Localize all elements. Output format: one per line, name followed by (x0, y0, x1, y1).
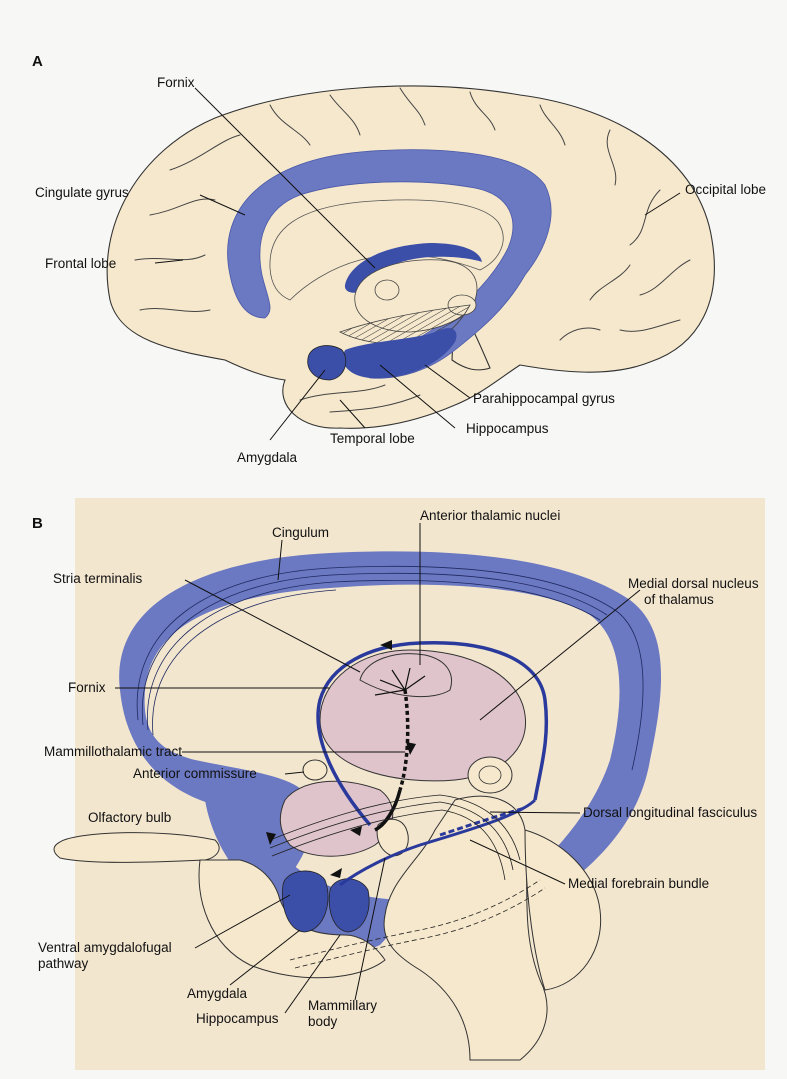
label-amygdala-b: Amygdala (187, 986, 248, 1001)
label-medial-dorsal-2: of thalamus (644, 592, 714, 607)
label-stria-terminalis: Stria terminalis (53, 571, 143, 586)
panel-b-letter: B (32, 515, 43, 532)
label-ventral-amygdalofugal-1: Ventral amygdalofugal (38, 940, 172, 955)
panel-a-letter: A (32, 53, 43, 70)
label-hippocampus-a: Hippocampus (466, 421, 549, 436)
anterior-commissure-b (303, 760, 327, 780)
label-medial-dorsal-1: Medial dorsal nucleus (628, 576, 759, 591)
pineal-inner-b (479, 766, 501, 784)
label-fornix-a: Fornix (157, 75, 195, 90)
label-amygdala-a: Amygdala (237, 450, 298, 465)
mammillary-a (375, 280, 399, 300)
label-medial-forebrain-bundle: Medial forebrain bundle (568, 876, 709, 891)
label-olfactory-bulb: Olfactory bulb (88, 810, 171, 825)
panel-a: A (32, 53, 766, 465)
label-dorsal-longitudinal-fasciculus: Dorsal longitudinal fasciculus (583, 805, 757, 820)
panel-b: B (32, 498, 765, 1070)
label-temporal-lobe: Temporal lobe (330, 431, 415, 446)
label-mammillary-2: body (308, 1014, 338, 1029)
label-occipital-lobe: Occipital lobe (685, 182, 766, 197)
label-frontal-lobe: Frontal lobe (45, 256, 116, 271)
label-anterior-commissure: Anterior commissure (133, 766, 257, 781)
olfactory-bulb-shape (54, 833, 219, 863)
label-fornix-b: Fornix (68, 680, 106, 695)
label-ventral-amygdalofugal-2: pathway (38, 956, 89, 971)
label-cingulum: Cingulum (272, 525, 329, 540)
label-parahippocampal-gyrus: Parahippocampal gyrus (473, 391, 615, 406)
label-hippocampus-b: Hippocampus (196, 1011, 279, 1026)
label-mammillothalamic-tract: Mammillothalamic tract (44, 744, 182, 759)
label-anterior-thalamic-nuclei: Anterior thalamic nuclei (420, 508, 560, 523)
label-mammillary-1: Mammillary (308, 998, 377, 1013)
label-cingulate-gyrus: Cingulate gyrus (35, 185, 129, 200)
